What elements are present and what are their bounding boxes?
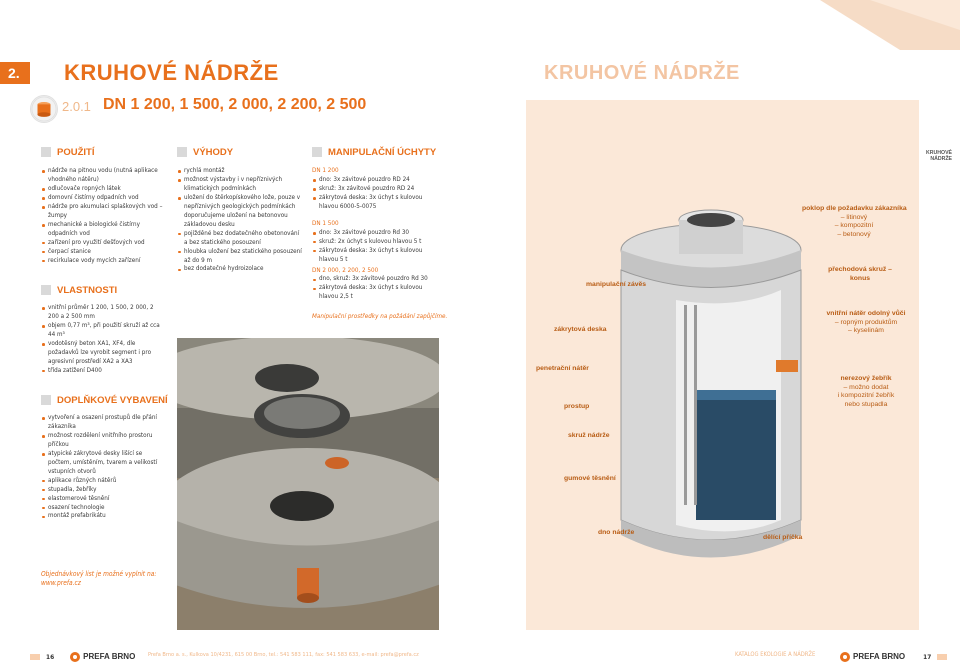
subsection-title: DN 1 200, 1 500, 2 000, 2 200, 2 500 bbox=[103, 96, 367, 113]
label-prostup: prostup bbox=[564, 403, 590, 410]
label-delici-pricka: dělící příčka bbox=[763, 534, 803, 541]
logo-left: PREFA BRNO bbox=[70, 651, 135, 662]
label-penetracni-nater: penetrační nátěr bbox=[536, 365, 589, 372]
page-number-left: 16 bbox=[46, 652, 55, 661]
list-item: možnost výstavby i v nepříznivých klimat… bbox=[177, 176, 302, 194]
page-title-right: KRUHOVÉ NÁDRŽE bbox=[544, 62, 740, 84]
uchyty-list: dno: 3x závitové pouzdro Rd 30 skruž: 2x… bbox=[312, 229, 442, 265]
label-nerezovy-zebrik: nerezový žebřík – možno dodat i kompozit… bbox=[837, 375, 895, 408]
list-item: hloubka uložení bez statického posouzení… bbox=[177, 248, 302, 266]
list-item: zákrytová deska: 3x úchyt s kulovou hlav… bbox=[312, 247, 442, 265]
list-item: recirkulace vody mycích zařízení bbox=[41, 257, 165, 266]
vyhody-list: rychlá montáž možnost výstavby i v nepří… bbox=[177, 167, 302, 274]
list-item: zákrytová deska: 3x úchyt s kulovou hlav… bbox=[312, 194, 442, 212]
logo-right: PREFA BRNO bbox=[840, 651, 905, 662]
heading-square-icon bbox=[177, 147, 187, 157]
label-manipulacni-zaves: manipulační závěs bbox=[586, 281, 647, 288]
label-poklop: poklop dle požadavku zákazníka – litinov… bbox=[802, 205, 907, 238]
uchyty-group-title: DN 1 200 bbox=[312, 167, 339, 174]
list-item: dno: 3x závitové pouzdro Rd 30 bbox=[312, 229, 442, 238]
footer-right: PREFA BRNO 17 bbox=[840, 651, 948, 662]
label-skruz-nadrze: skruž nádrže bbox=[568, 432, 610, 439]
subsection-number: 2.0.1 bbox=[62, 99, 91, 114]
list-item: vnitřní průměr 1 200, 1 500, 2 000, 2 20… bbox=[41, 304, 166, 322]
footer-address: Prefa Brno a. s., Kulkova 10/4231, 615 0… bbox=[148, 652, 419, 658]
prefa-logo-icon bbox=[840, 651, 850, 662]
list-item: rychlá montáž bbox=[177, 167, 302, 176]
footer-left: 16 PREFA BRNO bbox=[30, 651, 135, 662]
heading-square-icon bbox=[41, 395, 51, 405]
list-item: uložení do štěrkopískového lože, pouze v… bbox=[177, 194, 302, 230]
page-title-left: KRUHOVÉ NÁDRŽE bbox=[64, 60, 279, 85]
heading-vlastnosti: VLASTNOSTI bbox=[41, 284, 117, 296]
list-item: třída zatížení D400 bbox=[41, 367, 166, 376]
list-item: elastomerové těsnění bbox=[41, 495, 166, 504]
page-marker-icon bbox=[937, 653, 948, 660]
page-number-right: 17 bbox=[923, 652, 932, 661]
label-gumove-tesneni: gumové těsnění bbox=[564, 475, 616, 482]
heading-pouziti: POUŽITÍ bbox=[41, 146, 94, 158]
list-item: odlučovače ropných látek bbox=[41, 185, 165, 194]
prefa-logo-icon bbox=[70, 651, 81, 662]
list-item: skruž: 2x úchyt s kulovou hlavou 5 t bbox=[312, 238, 442, 247]
list-item: stupadla, žebříky bbox=[41, 486, 166, 495]
list-item: možnost rozdělení vnitřního prostoru pří… bbox=[41, 432, 166, 450]
list-item: nádrže pro akumulaci splaškových vod – ž… bbox=[41, 203, 165, 221]
uchyty-note: Manipulační prostředky na požádání zapůj… bbox=[312, 313, 448, 320]
tank-photo bbox=[177, 338, 439, 630]
tank-icon bbox=[30, 95, 58, 123]
page-marker-icon bbox=[30, 653, 40, 660]
list-item: vytvoření a osazení prostupů dle přání z… bbox=[41, 414, 166, 432]
list-item: skruž: 3x závitové pouzdro RD 24 bbox=[312, 185, 442, 194]
list-item: mechanické a biologické čistírny odpadní… bbox=[41, 221, 165, 239]
diagram-panel: manipulační závěs zákrytová deska penetr… bbox=[526, 100, 919, 630]
side-tag: KRUHOVÉ NÁDRŽE bbox=[926, 150, 952, 162]
heading-square-icon bbox=[41, 147, 51, 157]
list-item: vodotěsný beton XA1, XF4, dle požadavků … bbox=[41, 340, 166, 367]
list-item: osazení technologie bbox=[41, 504, 166, 513]
list-item: montáž prefabrikátu bbox=[41, 512, 166, 521]
top-accent-band bbox=[30, 0, 960, 8]
catalog-name: KATALOG EKOLOGIE A NÁDRŽE bbox=[735, 652, 816, 658]
label-prechodova-skruz: přechodová skruž – konus bbox=[828, 266, 892, 282]
list-item: dno, skruž: 3x závitové pouzdro Rd 30 bbox=[312, 275, 442, 284]
label-vnitrni-nater: vnitřní nátěr odolný vůči – ropným produ… bbox=[826, 310, 906, 335]
tank-cutaway-diagram bbox=[620, 209, 802, 558]
pouziti-list: nádrže na pitnou vodu (nutná aplikace vh… bbox=[41, 167, 165, 265]
heading-square-icon bbox=[41, 285, 51, 295]
heading-uchyty: MANIPULAČNÍ ÚCHYTY bbox=[312, 146, 436, 158]
order-link[interactable]: www.prefa.cz bbox=[41, 579, 81, 587]
uchyty-block: DN 1 200 dno: 3x závitové pouzdro RD 24 … bbox=[312, 167, 442, 302]
heading-vyhody: VÝHODY bbox=[177, 146, 233, 158]
label-zakrytova-deska: zákrytová deska bbox=[554, 326, 607, 333]
list-item: pojížděné bez dodatečného obetonování a … bbox=[177, 230, 302, 248]
list-item: dno: 3x závitové pouzdro RD 24 bbox=[312, 176, 442, 185]
list-item: nádrže na pitnou vodu (nutná aplikace vh… bbox=[41, 167, 165, 185]
uchyty-list: dno, skruž: 3x závitové pouzdro Rd 30 zá… bbox=[312, 275, 442, 302]
list-item: bez dodatečné hydroizolace bbox=[177, 265, 302, 274]
vlastnosti-list: vnitřní průměr 1 200, 1 500, 2 000, 2 20… bbox=[41, 304, 166, 376]
list-item: zákrytová deska: 3x úchyt s kulovou hlav… bbox=[312, 284, 442, 302]
list-item: objem 0,77 m³, při použití skruží až cca… bbox=[41, 322, 166, 340]
label-dno-nadrze: dno nádrže bbox=[598, 529, 635, 536]
section-badge: 2. bbox=[0, 62, 30, 84]
uchyty-group-title: DN 2 000, 2 200, 2 500 bbox=[312, 266, 379, 274]
order-note: Objednávkový list je možné vyplnit na: w… bbox=[41, 570, 157, 587]
uchyty-group-title: DN 1 500 bbox=[312, 219, 339, 227]
doplnkove-list: vytvoření a osazení prostupů dle přání z… bbox=[41, 414, 166, 521]
uchyty-list: dno: 3x závitové pouzdro RD 24 skruž: 3x… bbox=[312, 176, 442, 212]
list-item: domovní čistírny odpadních vod bbox=[41, 194, 165, 203]
list-item: zařízení pro využití dešťových vod bbox=[41, 239, 165, 248]
list-item: atypické zákrytové desky lišící se počte… bbox=[41, 450, 166, 477]
heading-doplnkove: DOPLŇKOVÉ VYBAVENÍ bbox=[41, 394, 168, 406]
list-item: čerpací stanice bbox=[41, 248, 165, 257]
list-item: aplikace různých nátěrů bbox=[41, 477, 166, 486]
corner-decoration bbox=[820, 0, 960, 50]
heading-square-icon bbox=[312, 147, 322, 157]
